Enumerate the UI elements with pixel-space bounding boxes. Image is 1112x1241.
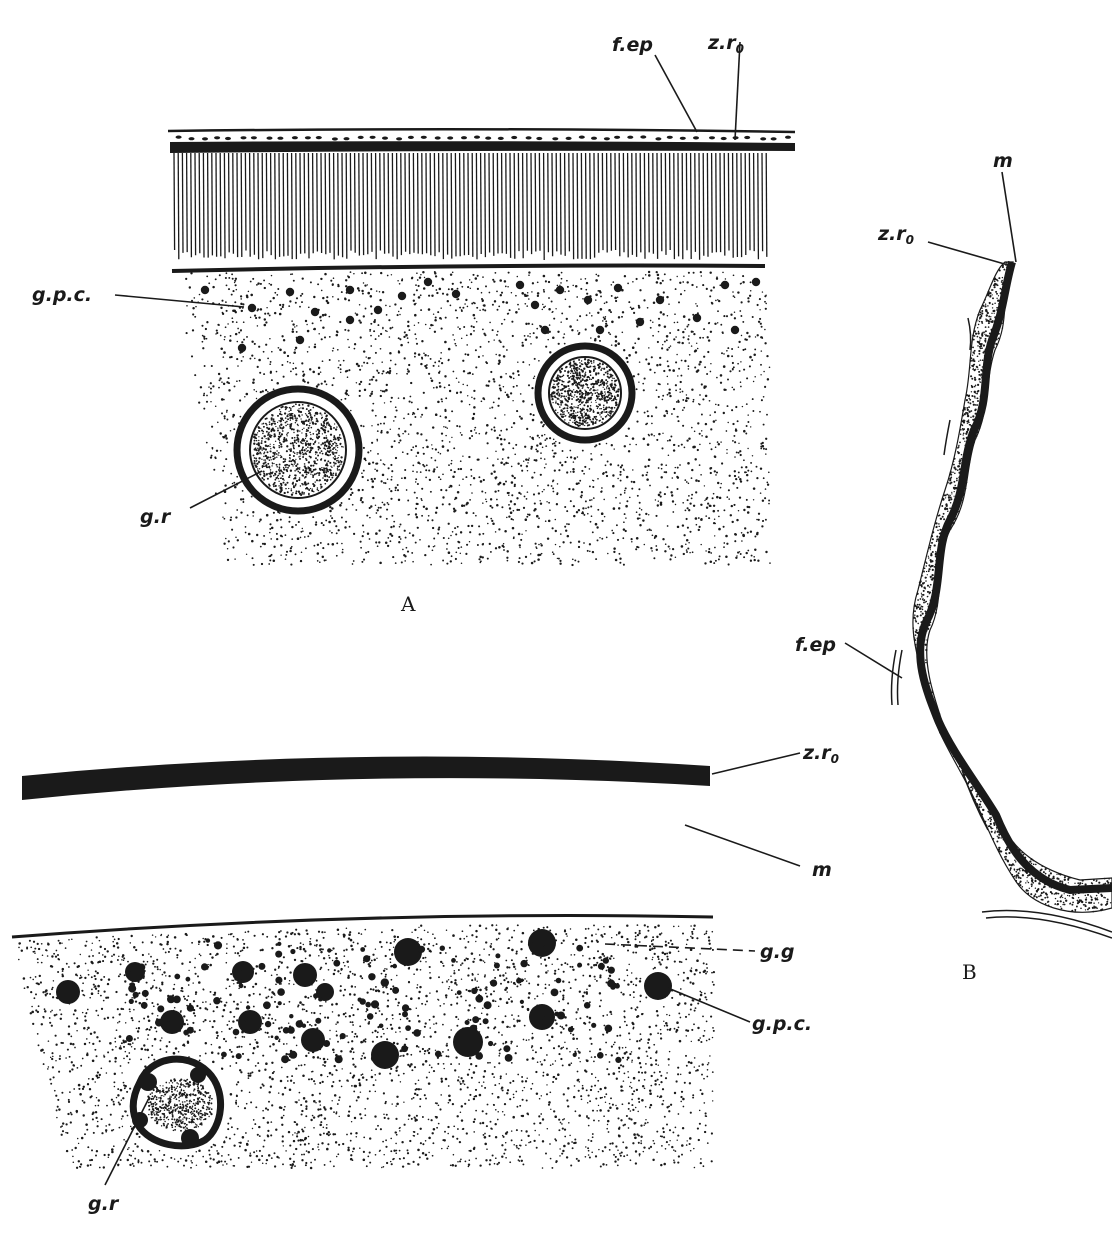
label-z-r0-b: z.r0 bbox=[877, 223, 914, 247]
label-g-g-c: g.g bbox=[760, 941, 794, 963]
zona-radiata-band-a bbox=[170, 141, 795, 153]
leader-m-b bbox=[1002, 172, 1016, 262]
leader-z-r0-b bbox=[928, 242, 1008, 265]
leader-g-p-c-a bbox=[115, 295, 244, 307]
panel-letter-a: A bbox=[400, 592, 416, 616]
label-g-p-c-a: g.p.c. bbox=[32, 284, 92, 306]
label-f-ep-a: f.ep bbox=[612, 34, 653, 56]
follicle-epithelium-line-a bbox=[168, 129, 795, 132]
label-g-p-c-c: g.p.c. bbox=[752, 1013, 812, 1035]
yolk-body-c bbox=[132, 1059, 221, 1147]
zona-radiata-band-c bbox=[22, 757, 710, 800]
leader-m-c bbox=[685, 825, 800, 866]
yolk-vesicle-a-left bbox=[237, 389, 359, 511]
follicle-wall-b bbox=[913, 262, 1112, 912]
oocyte-membrane-c bbox=[12, 916, 713, 937]
oocyte-membrane-a bbox=[172, 266, 765, 271]
label-g-r-c: g.r bbox=[88, 1193, 120, 1215]
leader-z-r0-c bbox=[712, 753, 800, 774]
label-m-c: m bbox=[812, 859, 832, 881]
leader-f-ep-a bbox=[655, 55, 697, 132]
follicle-epithelium-cells-a bbox=[176, 135, 791, 140]
figure-a: f.ep z.r0 g.p.c. g.r A bbox=[32, 32, 795, 616]
label-z-r0-a: z.r0 bbox=[707, 32, 744, 56]
label-m-b: m bbox=[993, 150, 1013, 172]
zona-radiata-striations bbox=[174, 153, 767, 260]
zona-radiata-b bbox=[920, 262, 1112, 890]
label-z-r0-c: z.r0 bbox=[802, 742, 839, 766]
leader-g-r-c bbox=[105, 1100, 148, 1185]
granules-c bbox=[56, 929, 672, 1069]
figure-b: m z.r0 f.ep B bbox=[795, 150, 1112, 984]
leader-z-r0-a bbox=[735, 42, 740, 140]
yolk-vesicle-a-right bbox=[538, 346, 632, 440]
panel-letter-b: B bbox=[962, 960, 977, 984]
label-f-ep-b: f.ep bbox=[795, 634, 836, 656]
follicle-wall-stipple-b bbox=[912, 262, 1111, 913]
figure-c: z.r0 m g.g g.p.c. g.r bbox=[12, 742, 839, 1215]
label-g-r-a: g.r bbox=[140, 506, 172, 528]
